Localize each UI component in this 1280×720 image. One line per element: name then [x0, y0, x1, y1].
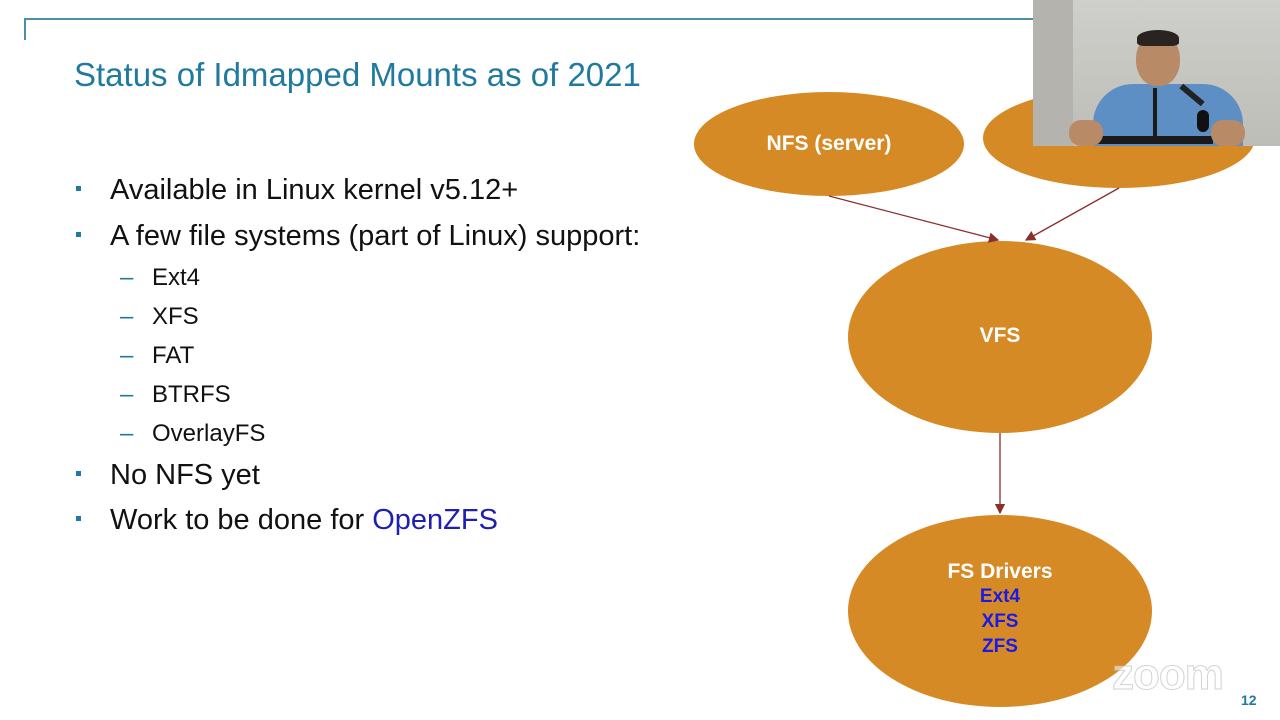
sub-bullet-text: OverlayFS: [152, 420, 266, 447]
bullet-marker-icon: [76, 516, 81, 521]
dash-icon: –: [120, 264, 134, 291]
bullet-marker-icon: [76, 471, 81, 476]
speaker-lanyard: [1153, 88, 1157, 138]
slide-title: Status of Idmapped Mounts as of 2021: [74, 56, 641, 93]
vfs-node-label: VFS: [979, 324, 1021, 347]
speaker-hand-left: [1069, 120, 1103, 146]
nfs-server-node: [694, 92, 964, 196]
zoom-watermark-logo: zoom: [1112, 650, 1225, 700]
dash-icon: –: [120, 342, 134, 369]
fs-drivers-title: FS Drivers: [947, 560, 1053, 583]
speaker-video-thumbnail[interactable]: [1033, 0, 1280, 146]
fs-driver-item: ZFS: [982, 636, 1018, 657]
sub-bullet-text: FAT: [152, 342, 195, 369]
bullet-text: A few file systems (part of Linux) suppo…: [110, 220, 641, 252]
nfs-node-label: NFS (server): [766, 132, 892, 155]
slide-frame-top-line: [24, 18, 1280, 20]
bullet-text: Work to be done for OpenZFS: [110, 504, 498, 537]
fs-driver-item: XFS: [981, 611, 1019, 632]
bullet-marker-icon: [76, 232, 81, 237]
sub-bullet-text: XFS: [152, 303, 199, 330]
bullet-text: Available in Linux kernel v5.12+: [110, 174, 519, 206]
fs-drivers-node: [848, 515, 1152, 707]
dash-icon: –: [120, 420, 134, 447]
dash-icon: –: [120, 381, 134, 408]
video-background-wall: [1033, 0, 1073, 146]
microphone-icon: [1197, 110, 1209, 132]
bullet-marker-icon: [76, 186, 81, 191]
speaker-hand-right: [1211, 120, 1245, 146]
fs-driver-item: Ext4: [979, 586, 1021, 607]
sub-bullet-text: Ext4: [152, 264, 201, 291]
vfs-node: [848, 241, 1152, 433]
slide-page-number: 12: [1241, 692, 1257, 708]
speaker-hair: [1137, 30, 1179, 46]
openzfs-link[interactable]: OpenZFS: [372, 504, 498, 536]
arrow-nfs-to-vfs: [828, 195, 1000, 243]
bullet-text: No NFS yet: [110, 459, 260, 491]
dash-icon: –: [120, 303, 134, 330]
slide-frame-left-line: [24, 18, 26, 40]
sub-bullet-text: BTRFS: [152, 381, 231, 408]
arrow-smb-to-vfs: [1024, 187, 1120, 241]
speaker-desk: [1093, 136, 1213, 144]
fs-drivers-node-label: FS Drivers Ext4 XFS ZFS: [900, 560, 1100, 659]
bullet-text-prefix: Work to be done for: [110, 504, 373, 536]
